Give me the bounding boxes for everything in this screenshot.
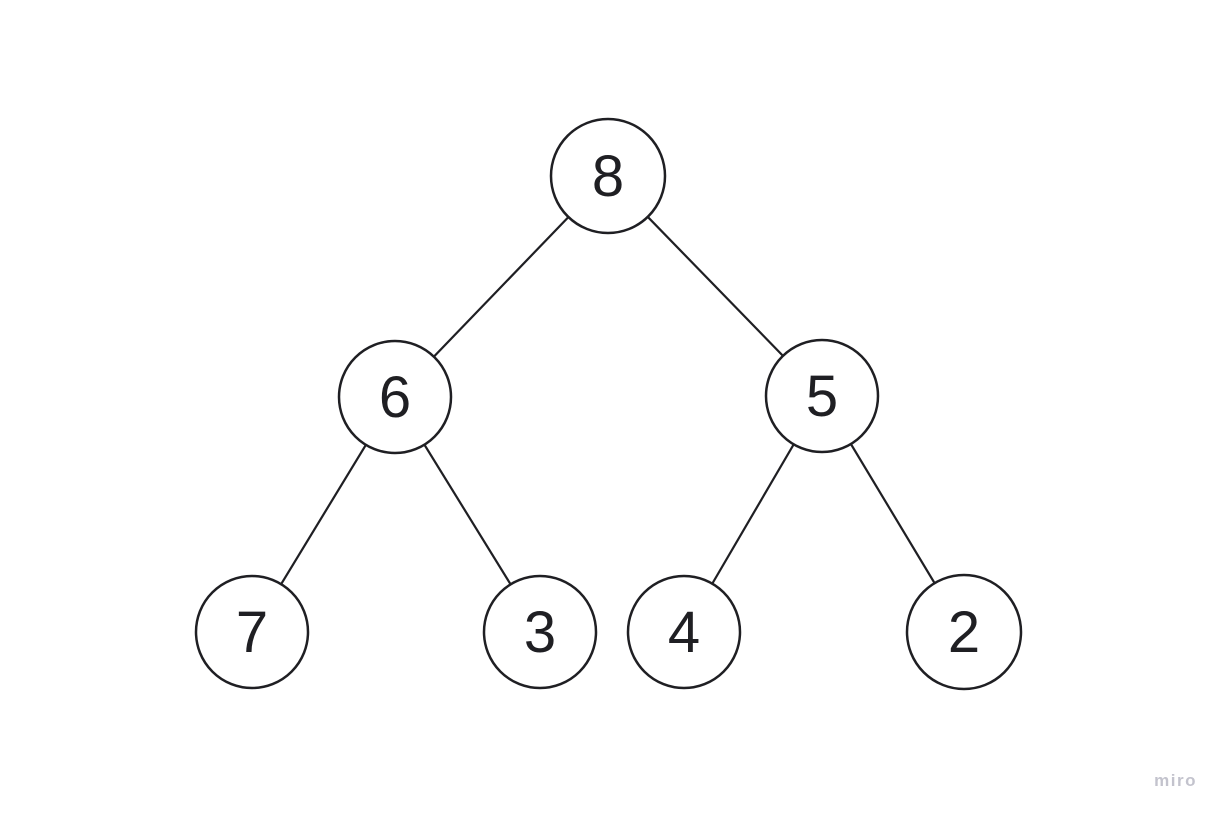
tree-node-circle-2[interactable] xyxy=(905,573,1023,691)
tree-node-label-8: 8 xyxy=(592,144,624,209)
tree-node-circle-6[interactable] xyxy=(337,339,453,455)
tree-node-8[interactable]: 8 xyxy=(549,117,667,235)
tree-node-5[interactable]: 5 xyxy=(764,338,880,454)
tree-node-label-2: 2 xyxy=(948,600,980,665)
tree-node-3[interactable]: 3 xyxy=(482,574,598,690)
tree-node-2[interactable]: 2 xyxy=(905,573,1023,691)
tree-node-label-3: 3 xyxy=(524,600,556,665)
tree-node-label-5: 5 xyxy=(806,364,838,429)
tree-node-label-7: 7 xyxy=(236,600,268,665)
miro-watermark: miro xyxy=(1154,771,1197,790)
tree-node-label-4: 4 xyxy=(668,600,700,665)
tree-node-circle-5[interactable] xyxy=(764,338,880,454)
tree-node-circle-7[interactable] xyxy=(194,574,310,690)
tree-nodes-layer: 8 6 5 7 3 4 2 xyxy=(194,117,1023,691)
tree-node-label-6: 6 xyxy=(379,365,411,430)
tree-node-circle-4[interactable] xyxy=(626,574,742,690)
tree-node-circle-3[interactable] xyxy=(482,574,598,690)
tree-node-6[interactable]: 6 xyxy=(337,339,453,455)
tree-node-4[interactable]: 4 xyxy=(626,574,742,690)
tree-node-circle-8[interactable] xyxy=(549,117,667,235)
tree-node-7[interactable]: 7 xyxy=(194,574,310,690)
